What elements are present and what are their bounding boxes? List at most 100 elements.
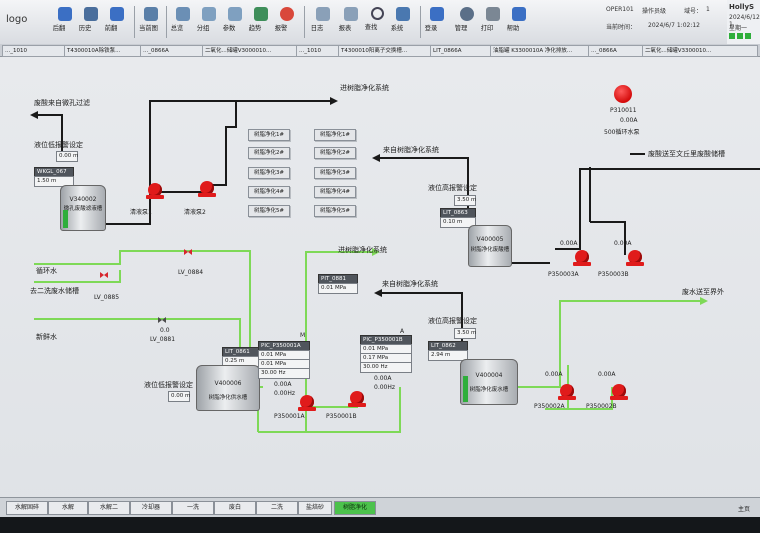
tab-graphic[interactable]: ..._0866A <box>140 45 204 57</box>
alarm-button[interactable]: 报警 <box>274 5 300 39</box>
fresh-water-label: 新鲜水 <box>36 333 57 341</box>
home-button[interactable]: 主页 <box>738 506 751 513</box>
tab-graphic[interactable]: ..._1010 <box>2 45 66 57</box>
current-graph-button[interactable]: 当前图 <box>138 5 164 39</box>
parameter-button[interactable]: 参数 <box>222 5 248 39</box>
tab-graphic[interactable]: 油脂罐 K3300010A 净化排放... <box>490 45 590 57</box>
tank-v400006[interactable]: V400006 树脂净化供水槽 <box>196 365 260 411</box>
resin-purification-button[interactable]: 树脂净化1# <box>314 129 356 141</box>
circulating-water-label: 循环水 <box>36 267 57 275</box>
bottom-navigation: 水解固碎 水解 水解二 冷却器 一洗 废白 二洗 盐焙砂 树脂净化 主页 <box>0 497 760 518</box>
tab-graphic[interactable]: T4300010阳离子交换槽... <box>338 45 432 57</box>
resin-purification-button[interactable]: 树脂净化2# <box>314 147 356 159</box>
tank-v400004[interactable]: V400004 树脂净化废水槽 <box>460 359 518 405</box>
low-level-setpoint[interactable]: 0.00 m <box>56 151 78 162</box>
pump-p350002a[interactable] <box>558 384 576 400</box>
trend-icon <box>254 7 268 21</box>
pump-p350001b[interactable] <box>348 391 366 407</box>
nav-tab[interactable]: 废白 <box>214 501 256 515</box>
resin-purification-button[interactable]: 树脂净化5# <box>248 205 290 217</box>
valve-lv-0885[interactable] <box>100 272 108 278</box>
tab-graphic[interactable]: LIT_0866A <box>430 45 492 57</box>
lit-0862-value: 2.94 m <box>428 350 468 361</box>
valve-lv-0884[interactable] <box>184 249 192 255</box>
resin-purification-button[interactable]: 树脂净化2# <box>248 147 290 159</box>
log-icon <box>316 7 330 21</box>
nav-tab[interactable]: 一洗 <box>172 501 214 515</box>
low-level-alarm-label: 液位低报警设定 <box>34 141 83 149</box>
pump-current: 0.00A <box>560 240 578 247</box>
tank-v400005[interactable]: V400005 树脂净化废酸槽 <box>468 225 512 267</box>
resin-purification-button[interactable]: 树脂净化4# <box>248 186 290 198</box>
low-level-setpoint[interactable]: 0.00 m <box>168 391 190 402</box>
pump-current: 0.00A <box>614 240 632 247</box>
back-button[interactable]: 后翻 <box>52 5 78 39</box>
toolbar-divider <box>134 6 135 38</box>
pump-p350001a[interactable] <box>298 395 316 411</box>
high-level-alarm-label: 液位高报警设定 <box>428 184 477 192</box>
to-resin-purification-label: 进树脂净化系统 <box>338 246 387 254</box>
tank-name: 树脂净化废酸槽 <box>470 247 510 253</box>
toolbar-divider <box>304 6 305 38</box>
to-demin-tank-label: 去二洗废水储槽 <box>30 287 79 295</box>
high-level-setpoint[interactable]: 3.50 m <box>454 328 476 339</box>
pump-current: 0.00A <box>374 375 392 382</box>
tank-name: 树脂净化供水槽 <box>208 395 248 401</box>
log-button[interactable]: 日志 <box>310 5 336 39</box>
nav-tab[interactable]: 水解固碎 <box>6 501 48 515</box>
nav-tab[interactable]: 冷却器 <box>130 501 172 515</box>
print-button[interactable]: 打印 <box>480 5 506 39</box>
nav-tab[interactable]: 水解二 <box>88 501 130 515</box>
low-level-alarm-label: 液位低报警设定 <box>144 381 193 389</box>
group-icon <box>202 7 216 21</box>
pump-mode-marker: M <box>300 332 306 339</box>
pit-0881-value: 0.01 MPa <box>318 283 358 294</box>
manage-button[interactable]: 管理 <box>454 5 480 39</box>
manage-icon <box>460 7 474 21</box>
pump-p350003b[interactable] <box>626 250 644 266</box>
system-icon <box>396 7 410 21</box>
help-button[interactable]: 帮助 <box>506 5 532 39</box>
operator-info: OPER101 操作员级 域号： 1 当前时间： 2024/6/7 1:02:1… <box>598 3 726 37</box>
nav-tab[interactable]: 二洗 <box>256 501 298 515</box>
valve-tag: LV_0881 <box>150 336 176 343</box>
nav-tab[interactable]: 盐焙砂 <box>298 501 332 515</box>
resin-purification-button[interactable]: 树脂净化3# <box>248 167 290 179</box>
tank-id: V340002 <box>69 196 97 203</box>
resin-purification-button[interactable]: 树脂净化4# <box>314 186 356 198</box>
pump-current: 0.00A <box>545 371 563 378</box>
clear-liquid-pump-1[interactable] <box>146 183 164 199</box>
system-button[interactable]: 系统 <box>390 5 416 39</box>
tab-graphic[interactable]: ..._1010 <box>296 45 340 57</box>
tab-graphic[interactable]: T4300010A除铁泵... <box>64 45 142 57</box>
pump-p350003a[interactable] <box>573 250 591 266</box>
valve-lv-0881[interactable] <box>158 317 166 323</box>
tab-graphic[interactable]: 二氧化...储罐V3300010... <box>642 45 758 57</box>
time-value: 2024/6/7 1:02:12 <box>648 22 700 29</box>
resin-purification-button[interactable]: 树脂净化3# <box>314 167 356 179</box>
forward-button[interactable]: 前翻 <box>104 5 130 39</box>
nav-tab[interactable]: 水解 <box>48 501 88 515</box>
tank-name: 微孔废酸滤液槽 <box>63 206 103 212</box>
report-button[interactable]: 报表 <box>338 5 364 39</box>
group-button[interactable]: 分组 <box>196 5 222 39</box>
search-icon <box>370 7 384 20</box>
domain-label: 域号： <box>684 8 703 15</box>
login-button[interactable]: 登录 <box>424 5 450 39</box>
trend-button[interactable]: 趋势 <box>248 5 274 39</box>
resin-purification-button[interactable]: 树脂净化1# <box>248 129 290 141</box>
nav-tab-active[interactable]: 树脂净化 <box>334 501 376 515</box>
high-level-setpoint[interactable]: 3.50 m <box>454 195 476 206</box>
search-button[interactable]: 查找 <box>364 5 390 39</box>
tab-graphic[interactable]: ..._0866A <box>588 45 644 57</box>
pump-p310011-indicator[interactable] <box>614 85 632 103</box>
tank-v340002[interactable]: V340002 微孔废酸滤液槽 <box>60 185 106 231</box>
pic-a-value: 30.00 Hz <box>258 368 310 379</box>
clear-liquid-pump-2[interactable] <box>198 181 216 197</box>
overview-button[interactable]: 总览 <box>170 5 196 39</box>
tab-graphic[interactable]: 二氧化...储罐V3000010... <box>202 45 298 57</box>
valve-tag: LV_0885 <box>94 294 120 301</box>
pump-p350002b[interactable] <box>610 384 628 400</box>
history-button[interactable]: 历史 <box>78 5 104 39</box>
resin-purification-button[interactable]: 树脂净化5# <box>314 205 356 217</box>
